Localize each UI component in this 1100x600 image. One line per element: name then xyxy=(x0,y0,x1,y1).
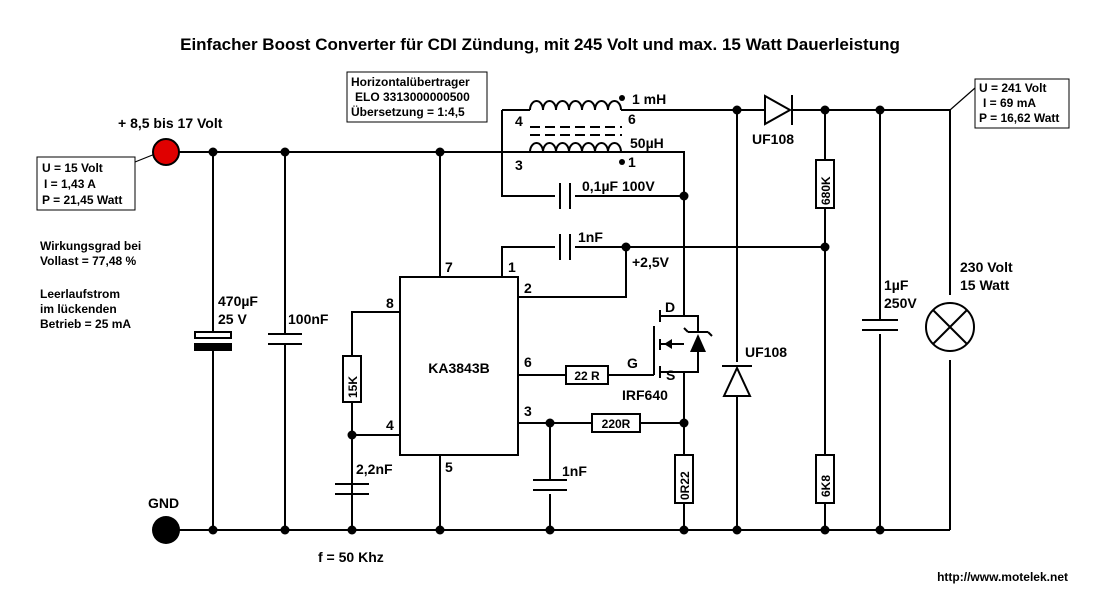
timing-resistor-label: 15K xyxy=(346,376,360,398)
output-capacitor-voltage: 250V xyxy=(884,295,917,311)
elko-voltage-label: 25 V xyxy=(218,311,247,327)
secondary-inductance: 1 mH xyxy=(632,91,666,107)
transformer-pin-1: 1 xyxy=(628,154,636,170)
transformer-pin-3: 3 xyxy=(515,157,523,173)
ic-pin-3: 3 xyxy=(524,403,532,419)
input-terminal xyxy=(152,138,180,166)
page-title: Einfacher Boost Converter für CDI Zündun… xyxy=(180,35,900,54)
idle-note-line3: Betrieb = 25 mA xyxy=(40,317,131,331)
snubber-capacitor xyxy=(559,183,571,209)
sense-capacitor xyxy=(533,479,567,491)
input-voltage-label: + 8,5 bis 17 Volt xyxy=(118,115,223,131)
mosfet-source-pin: S xyxy=(666,367,675,383)
mosfet-gate-pin: G xyxy=(627,355,638,371)
output-current-readout: I = 69 mA xyxy=(983,96,1036,110)
output-capacitor xyxy=(862,319,898,331)
output-diode xyxy=(764,94,793,126)
input-electrolytic-capacitor xyxy=(194,331,232,351)
idle-note-line2: im lückenden xyxy=(40,302,117,316)
output-power-readout: P = 16,62 Watt xyxy=(979,111,1059,125)
sense-capacitor-label: 1nF xyxy=(562,463,587,479)
divider-bottom-resistor: 6K8 xyxy=(815,454,835,504)
output-readout-box: U = 241 Volt I = 69 mA P = 16,62 Watt xyxy=(974,78,1070,129)
frequency-label: f = 50 Khz xyxy=(318,549,384,565)
input-ceramic-capacitor xyxy=(268,333,302,345)
mosfet-label: IRF640 xyxy=(622,387,668,403)
clamp-diode xyxy=(722,365,752,397)
clamp-diode-label: UF108 xyxy=(745,344,787,360)
elko-capacitance-label: 470µF xyxy=(218,293,258,309)
snubber-capacitor-label: 0,1µF 100V xyxy=(582,178,655,194)
efficiency-note-line1: Wirkungsgrad bei xyxy=(40,239,141,253)
output-voltage-readout: U = 241 Volt xyxy=(979,81,1046,95)
ic-pin-4: 4 xyxy=(386,417,394,433)
shunt-resistor-label: 0R22 xyxy=(678,471,692,500)
sense-resistor-label: 220R xyxy=(602,417,631,431)
lamp-symbol xyxy=(925,302,975,352)
gnd-terminal xyxy=(152,516,180,544)
shunt-resistor: 0R22 xyxy=(674,454,694,504)
input-power-readout: P = 21,45 Watt xyxy=(42,193,122,207)
output-diode-label: UF108 xyxy=(752,131,794,147)
transformer-pin-4: 4 xyxy=(515,113,523,129)
timing-resistor: 15K xyxy=(342,355,362,403)
ic-pin-7: 7 xyxy=(445,259,453,275)
ic-pin-2: 2 xyxy=(524,280,532,296)
junction-dots xyxy=(208,105,885,535)
timing-capacitor-label: 2,2nF xyxy=(356,461,393,477)
comp-capacitor xyxy=(559,234,571,260)
ic-label: KA3843B xyxy=(428,360,489,376)
gate-resistor-label: 22 R xyxy=(574,369,600,383)
transformer-ratio: Übersetzung = 1:4,5 xyxy=(351,104,465,119)
ic-pin-5: 5 xyxy=(445,459,453,475)
wires xyxy=(134,87,976,531)
website-url: http://www.motelek.net xyxy=(937,570,1068,584)
mosfet-drain-pin: D xyxy=(665,299,675,315)
mosfet-symbol xyxy=(653,310,713,378)
ic-body xyxy=(399,276,519,456)
transformer-part-number: ELO 3313000000500 xyxy=(355,90,470,104)
transformer-info-box: Horizontalübertrager ELO 3313000000500 Ü… xyxy=(346,71,488,123)
input-current-readout: I = 1,43 A xyxy=(44,177,96,191)
primary-inductance: 50µH xyxy=(630,135,664,151)
divider-bottom-label: 6K8 xyxy=(819,475,833,497)
gate-resistor xyxy=(565,365,609,385)
transformer-name: Horizontalübertrager xyxy=(351,75,470,89)
idle-note-line1: Leerlaufstrom xyxy=(40,287,120,301)
ic-pin-6: 6 xyxy=(524,354,532,370)
input-voltage-readout: U = 15 Volt xyxy=(42,161,103,175)
vref-label: +2,5V xyxy=(632,254,670,270)
ic-pin-8: 8 xyxy=(386,295,394,311)
input-readout-box: U = 15 Volt I = 1,43 A P = 21,45 Watt xyxy=(36,156,136,211)
output-capacitor-capacitance: 1µF xyxy=(884,277,909,293)
transformer-pin-6: 6 xyxy=(628,111,636,127)
efficiency-note-line2: Vollast = 77,48 % xyxy=(40,254,136,268)
divider-top-label: 680K xyxy=(819,176,833,205)
ic-pin-1: 1 xyxy=(508,259,516,275)
ceramic-capacitor-label: 100nF xyxy=(288,311,329,327)
sense-resistor xyxy=(591,413,641,433)
comp-capacitor-label: 1nF xyxy=(578,229,603,245)
gnd-label: GND xyxy=(148,495,179,511)
lamp-voltage-label: 230 Volt xyxy=(960,259,1013,275)
lamp-power-label: 15 Watt xyxy=(960,277,1010,293)
timing-capacitor xyxy=(335,435,369,530)
transformer-symbol xyxy=(502,95,625,165)
divider-top-resistor: 680K xyxy=(815,159,835,209)
